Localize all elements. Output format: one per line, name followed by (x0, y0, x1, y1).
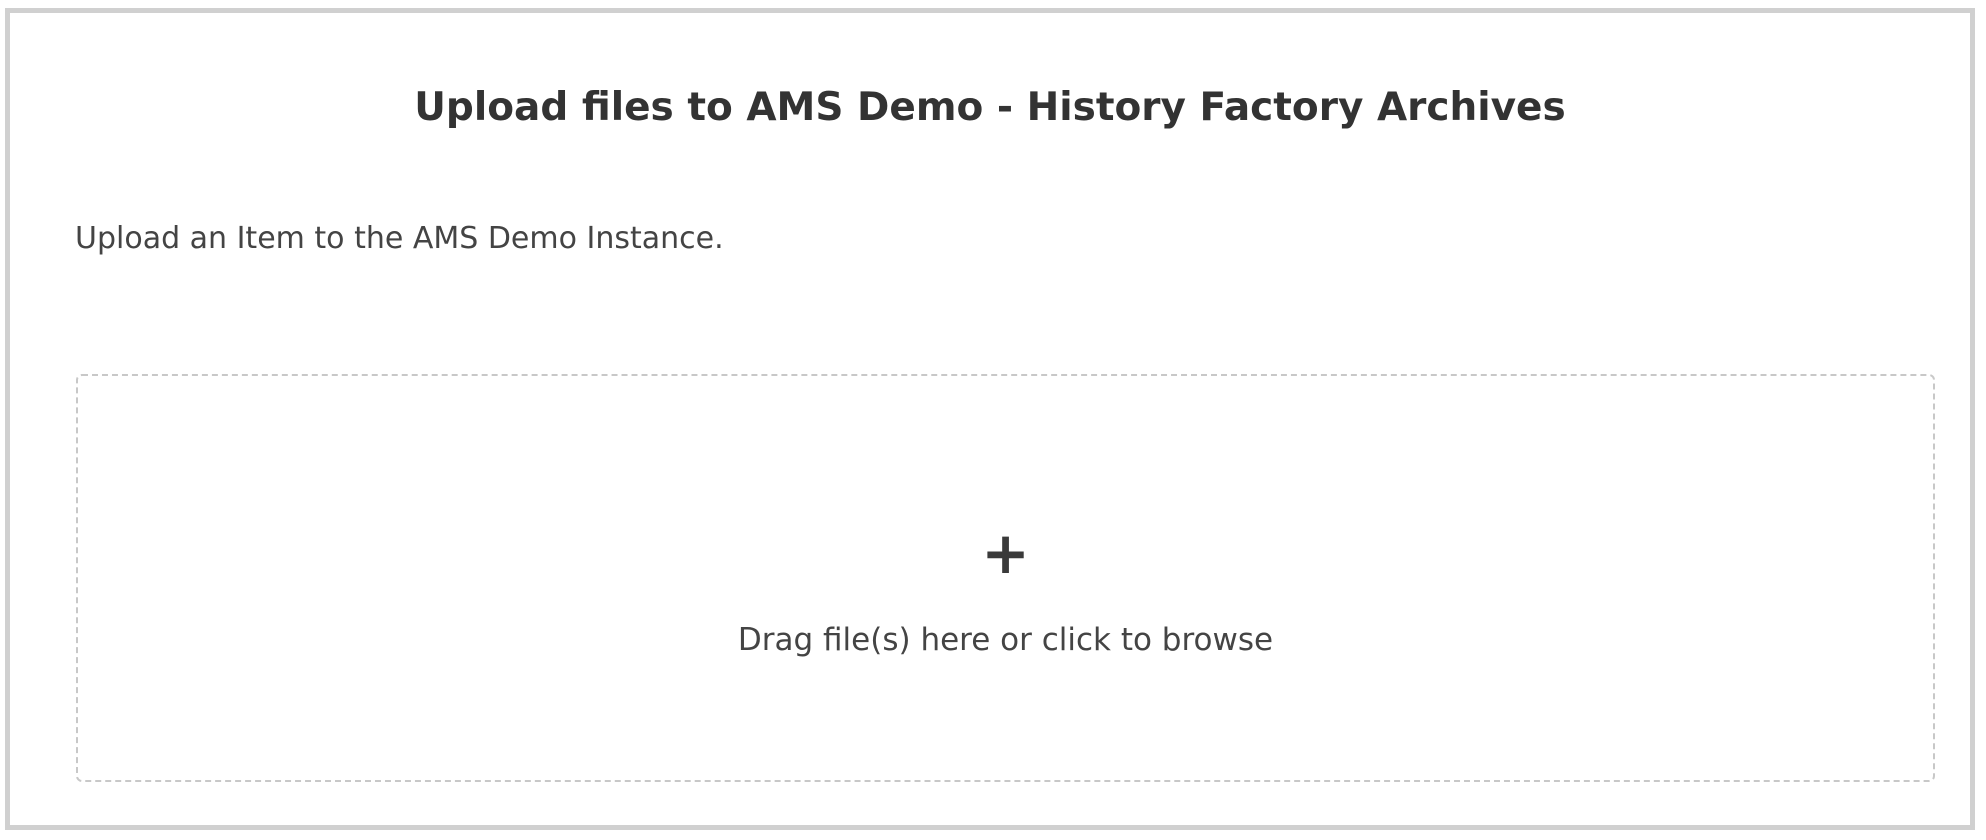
dialog-description: Upload an Item to the AMS Demo Instance. (75, 221, 724, 256)
dialog-title: Upload files to AMS Demo - History Facto… (414, 85, 1566, 130)
dropzone-label: Drag file(s) here or click to browse (737, 622, 1274, 658)
plus-icon: + (981, 519, 1030, 587)
upload-dialog: Upload files to AMS Demo - History Facto… (5, 8, 1975, 830)
file-dropzone[interactable]: + Drag file(s) here or click to browse (76, 374, 1935, 782)
